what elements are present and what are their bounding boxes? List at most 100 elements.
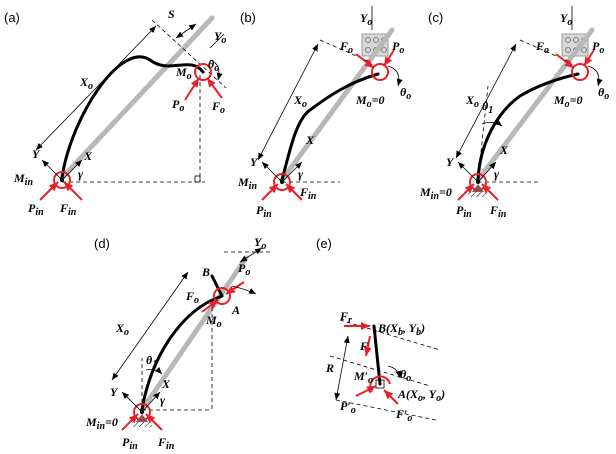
xo-dimension	[455, 43, 517, 159]
theta-label: θo	[598, 85, 609, 102]
y-label: Y	[110, 385, 119, 399]
x-label: X	[305, 133, 315, 147]
gamma-label: γ	[298, 167, 303, 181]
fin-label: Fin	[59, 201, 77, 218]
y-label: Y	[32, 147, 41, 161]
xo-dimension	[111, 271, 189, 381]
theta-arc	[387, 65, 403, 87]
yo-label: Yo	[214, 29, 226, 46]
theta-arc	[231, 285, 257, 295]
mo-label: Mo	[175, 65, 192, 82]
min-label: Min	[237, 175, 257, 192]
mo-label: M′o	[353, 369, 373, 386]
pin-label: Pin	[256, 203, 272, 220]
gamma-label: γ	[494, 167, 499, 181]
fo-label: Fo	[211, 99, 225, 116]
f-label: F	[359, 339, 368, 353]
f-arrow	[363, 335, 372, 357]
fo-label: Fo	[535, 39, 549, 56]
flexible-beam	[476, 72, 580, 182]
panel-label: (c)	[428, 10, 443, 25]
x-label: X	[161, 377, 171, 391]
fin-label: Fin	[157, 435, 175, 452]
y-label: Y	[250, 155, 259, 169]
right-angle-mark	[194, 175, 201, 183]
fin-label: Fin	[489, 203, 507, 220]
y-label: Y	[446, 155, 455, 169]
min-moment	[133, 403, 151, 421]
po-arrow	[583, 49, 595, 67]
panel-c: (c) Yo Fo Po	[419, 6, 609, 220]
panel-label: (e)	[316, 236, 332, 251]
fr-label: Fr	[339, 309, 352, 326]
theta1-arc	[145, 366, 163, 375]
yo-label: Yo	[254, 235, 266, 252]
fin-arrow	[63, 181, 83, 201]
yo-guide	[151, 19, 227, 89]
rigid-link	[139, 255, 249, 413]
xo-label: Xo	[79, 75, 93, 92]
yo-label: Yo	[560, 11, 572, 28]
flexible-beam	[140, 294, 224, 412]
point-a-marker	[375, 379, 385, 389]
fo-arrow	[355, 53, 375, 69]
roller-support	[361, 33, 389, 57]
mo-moment	[371, 63, 389, 81]
b-label: B(Xb, Yb)	[377, 321, 425, 338]
min-moment	[273, 173, 291, 191]
po-arrow	[225, 281, 245, 295]
x-axis	[477, 161, 497, 183]
po-arrow	[184, 77, 200, 101]
po-arrow	[383, 49, 395, 67]
y-axis	[261, 161, 283, 183]
min-label: Min	[13, 171, 33, 188]
mo-label: Mo=0	[553, 93, 583, 110]
yo-dimension	[239, 247, 263, 263]
min-moment	[469, 173, 487, 191]
theta-arc	[587, 65, 603, 87]
mo-moment	[194, 63, 212, 81]
panel-label: (b)	[240, 10, 256, 25]
fo-arrow	[206, 77, 223, 99]
panel-b: (b) Yo Fo Po Xo Mo=0 θo X	[237, 6, 411, 220]
theta-arc	[387, 365, 402, 379]
pin-label: Pin	[122, 435, 138, 452]
xo-label: Xo	[115, 321, 129, 338]
pin-label: Pin	[28, 201, 44, 218]
po-label: Po	[392, 39, 404, 56]
r-dimension	[334, 335, 350, 401]
fo-label: Fo	[339, 39, 353, 56]
fo-arrow	[201, 299, 219, 313]
mo-moment	[571, 63, 589, 81]
fin-label: Fin	[299, 185, 317, 202]
x-axis	[281, 161, 303, 183]
rigid-segment	[372, 324, 382, 386]
theta-arc	[209, 59, 223, 81]
mo-label: Mo=0	[355, 93, 385, 110]
theta-label: θo	[400, 85, 411, 102]
theta1-label: θ1	[146, 353, 157, 370]
po-arrow	[355, 385, 377, 397]
panel-a: (a) S Yo Xo Mo θo Po Fo Y X	[4, 7, 226, 218]
a-label: A(Xo, Yo)	[397, 387, 445, 404]
mo-moment	[369, 375, 391, 393]
s-label: S	[168, 7, 175, 21]
flexible-beam	[280, 72, 380, 182]
xo-dimension	[257, 43, 319, 161]
gamma-label: γ	[160, 393, 165, 407]
min-moment	[53, 171, 71, 189]
po-label: Po	[172, 97, 184, 114]
theta-label: θo	[208, 57, 219, 74]
x-axis	[61, 159, 83, 181]
y-axis	[457, 161, 479, 183]
yo-dimension	[209, 33, 225, 49]
rigid-segment-ab	[210, 274, 224, 298]
po-label: P′o	[340, 399, 356, 416]
lower-guide	[335, 399, 437, 421]
theta-label: θo	[400, 367, 411, 384]
fo-arrow	[383, 389, 399, 405]
panel-label: (d)	[94, 236, 110, 251]
mo-label: Mo	[205, 313, 222, 330]
y-axis	[41, 159, 63, 181]
